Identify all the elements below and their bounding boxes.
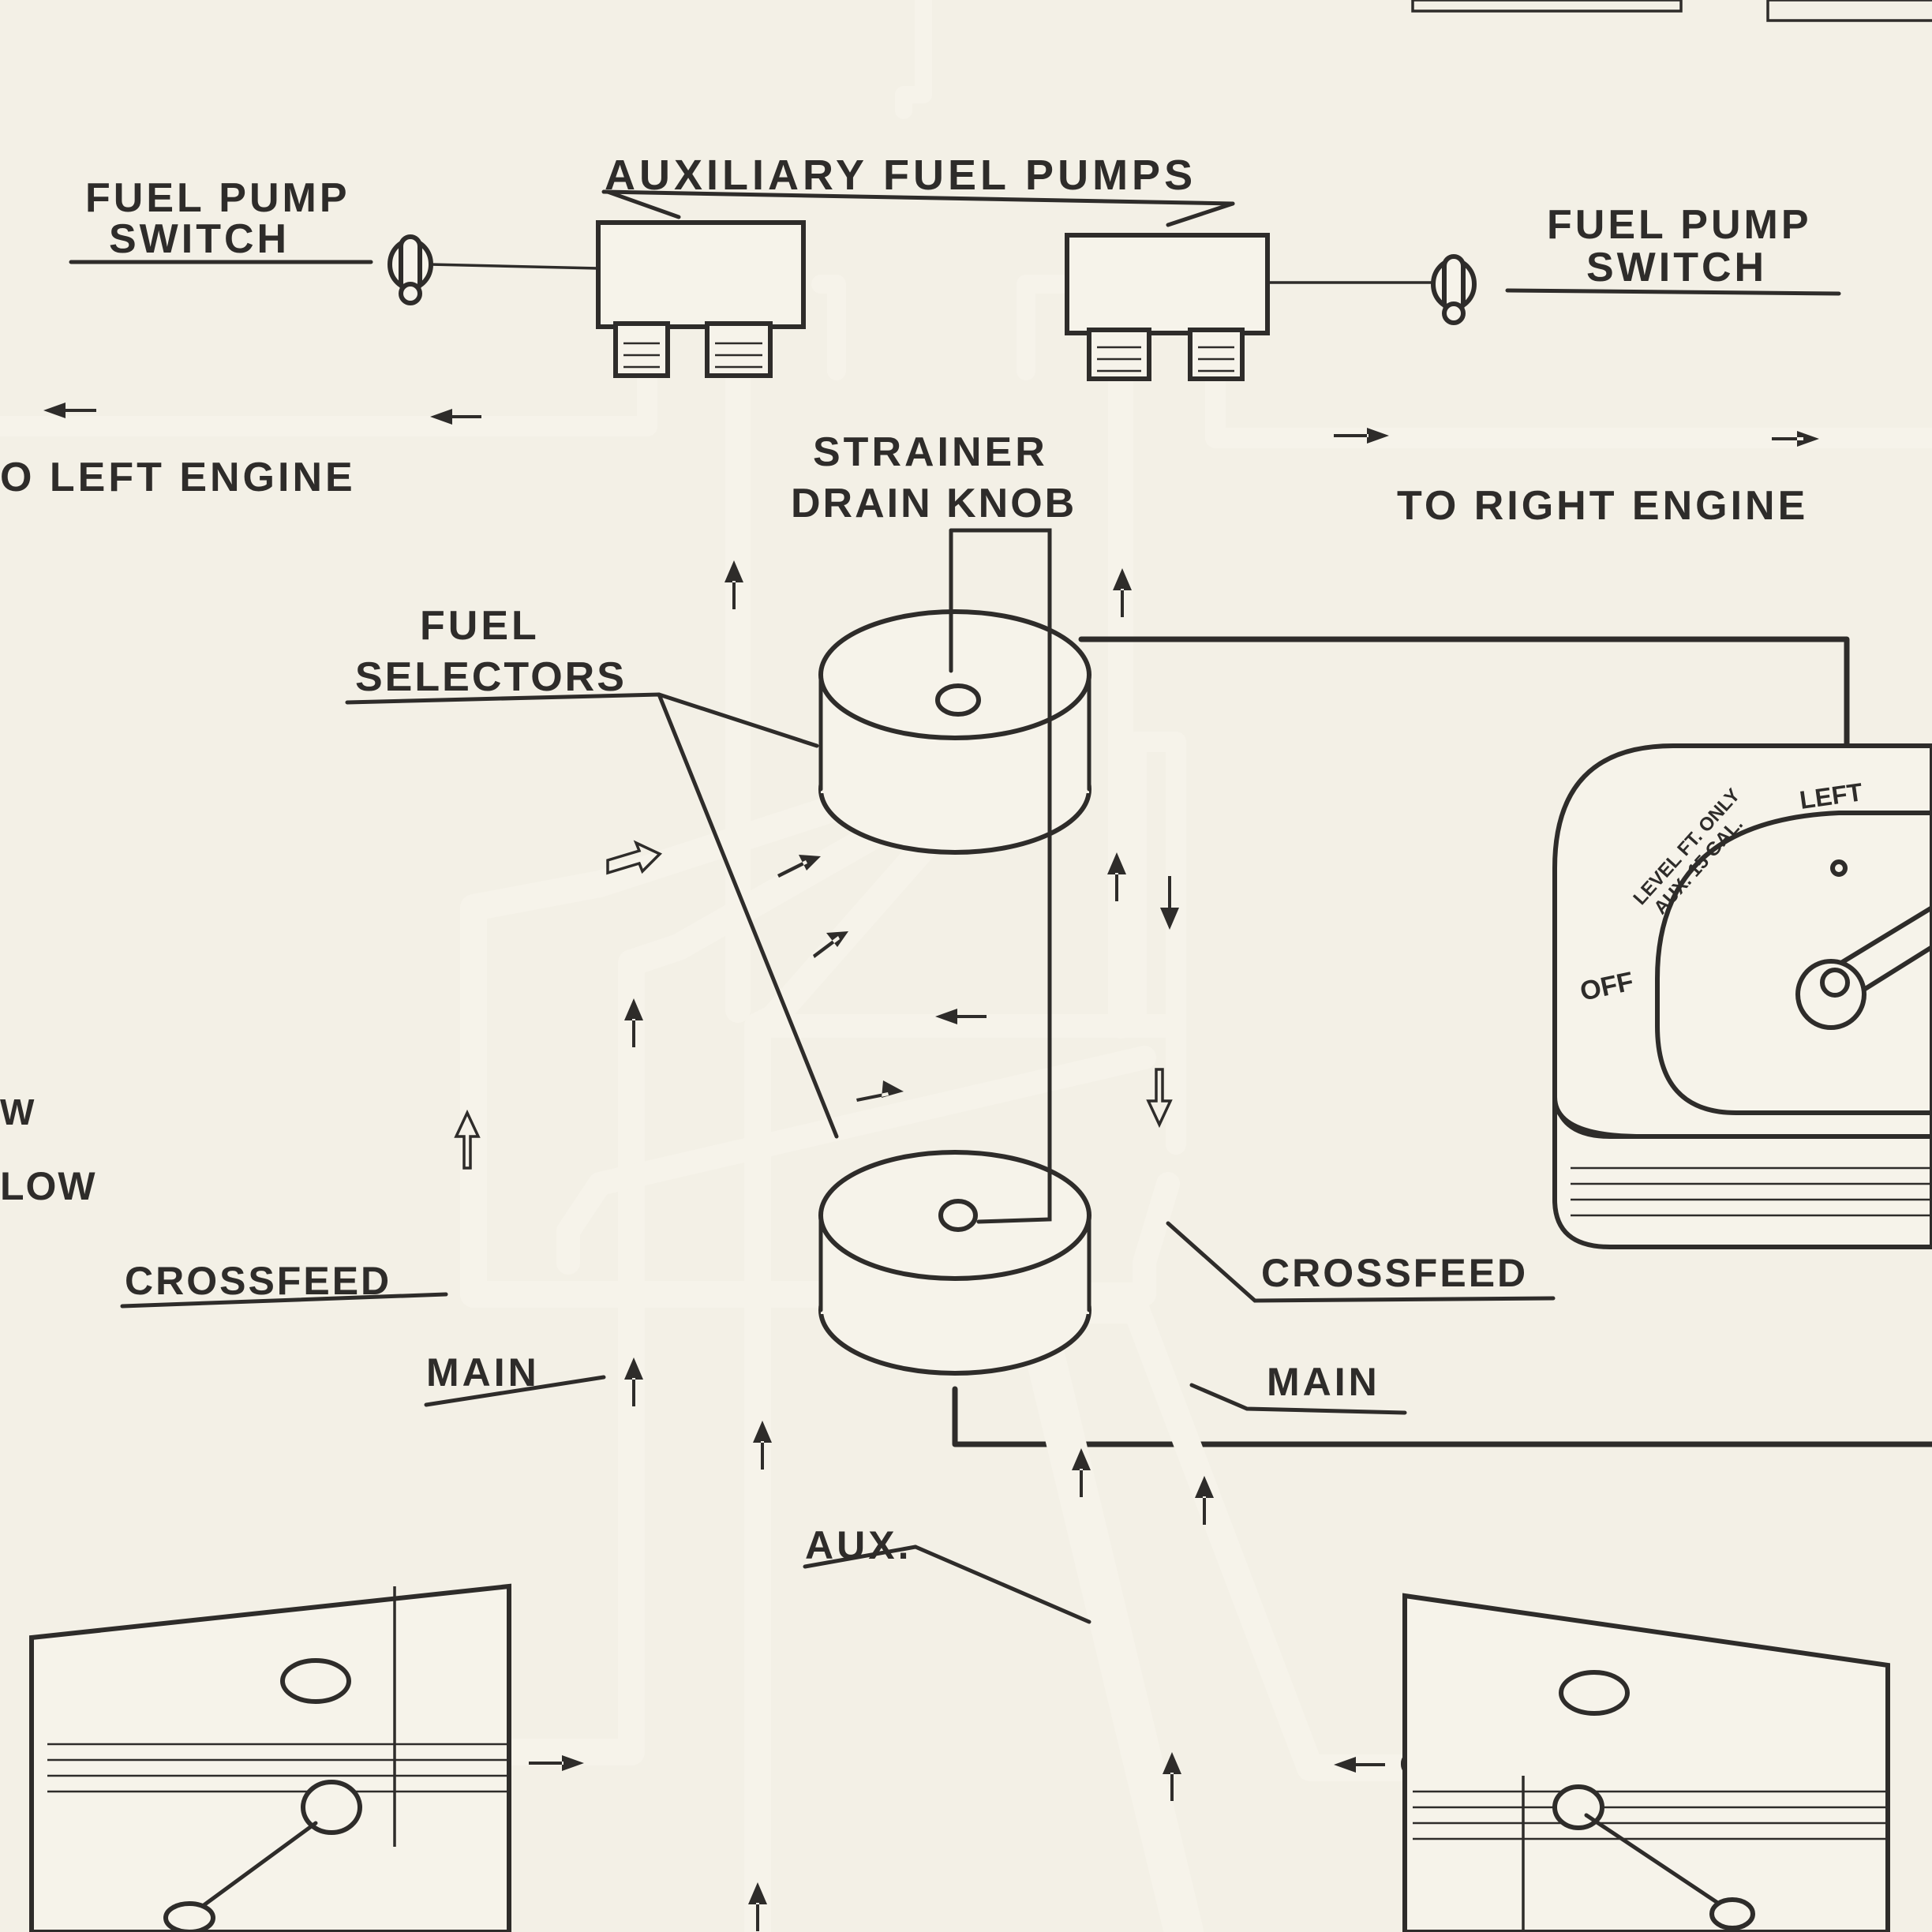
right-aux-fuel-pump <box>1065 233 1270 381</box>
left-aux-fuel-pump <box>596 220 806 378</box>
right-fuel-tank <box>1402 1593 1890 1932</box>
edge-w-text: W <box>0 1091 35 1133</box>
fuel-selectors-label-line2: SELECTORS <box>355 654 627 700</box>
flow-arrows <box>43 402 1819 1931</box>
top-stub-pipe <box>895 0 932 119</box>
edge-low-text: LOW <box>0 1164 97 1208</box>
to-left-engine-label: O LEFT ENGINE <box>0 455 356 500</box>
strainer-leader-lower <box>949 528 1052 1224</box>
top-right-box <box>1411 0 1683 13</box>
gauge-pivot-mark <box>1830 859 1848 877</box>
crossfeed-left-label: CROSSFEED <box>125 1259 391 1303</box>
aux-fuel-pumps-label: AUXILIARY FUEL PUMPS <box>605 152 1196 199</box>
crossfeed-right-label: CROSSFEED <box>1261 1251 1528 1295</box>
right-fuel-pump-switch-icon[interactable] <box>1431 254 1477 325</box>
strainer-label-line1: STRAINER <box>813 429 1048 475</box>
pipe-network <box>0 275 1932 1932</box>
to-right-engine-label: TO RIGHT ENGINE <box>1397 483 1808 529</box>
leader-lines <box>69 189 1841 1624</box>
main-right-label: MAIN <box>1267 1360 1380 1404</box>
main-left-label: MAIN <box>426 1350 540 1395</box>
left-switch-label-line2: SWITCH <box>109 216 290 262</box>
gauge-needle <box>1795 904 1932 1030</box>
aux-label: AUX. <box>805 1523 912 1567</box>
upper-fuel-selector[interactable] <box>818 609 1091 855</box>
fuel-quantity-gauge <box>1552 743 1932 1249</box>
left-fuel-pump-switch-icon[interactable] <box>388 234 433 305</box>
left-switch-wire <box>429 263 599 270</box>
lower-fuel-selector[interactable] <box>818 1150 1091 1376</box>
left-switch-label-line1: FUEL PUMP <box>85 175 350 221</box>
left-tank-filler-cap-icon <box>280 1658 351 1704</box>
right-switch-label-line2: SWITCH <box>1586 245 1767 290</box>
left-fuel-tank <box>29 1583 511 1932</box>
top-right-box-2 <box>1766 0 1932 22</box>
right-tank-filler-cap-icon <box>1559 1670 1630 1716</box>
right-switch-label-line1: FUEL PUMP <box>1547 202 1812 248</box>
left-tank-float-icon <box>301 1780 362 1835</box>
strainer-label-line2: DRAIN KNOB <box>791 481 1076 526</box>
fuel-selectors-label-line1: FUEL <box>420 603 540 649</box>
